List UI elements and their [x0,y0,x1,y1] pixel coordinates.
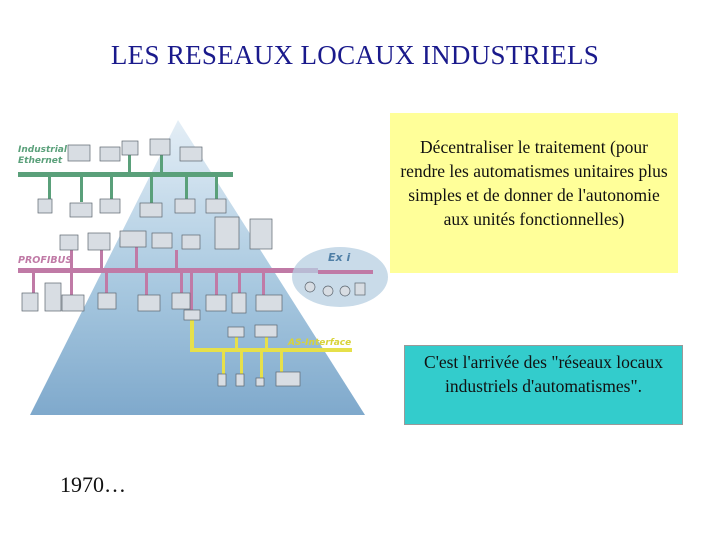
slide-title: LES RESEAUX LOCAUX INDUSTRIELS [110,40,600,70]
year-label: 1970… [60,472,126,497]
profibus-label: PROFIBUS [18,255,72,266]
ethernet-bus-line [18,172,233,177]
decentralization-callout: Décentraliser le traitement (pour rendre… [390,113,678,273]
pyramid-shape [30,120,365,415]
industrial-networks-callout: C'est l'arrivée des "réseaux locaux indu… [404,345,683,425]
ethernet-label-line1: Industrial [18,145,68,155]
arrival-text-prefix: C'est l'arrivée des " [424,352,559,372]
asi-label: AS-Interface [287,338,351,348]
ethernet-network: Industrial Ethernet [18,138,233,218]
asi-network: AS-Interface [183,309,352,387]
profibus-network: PROFIBUS Ex i [18,216,388,318]
ethernet-label-line2: Ethernet [18,156,63,166]
asi-bus-line [190,348,352,352]
arrival-text-emphasis: réseaux locaux industriels d'automatisme… [445,352,663,396]
profibus-bus-line [18,268,318,273]
exi-label: Ex i [328,251,350,264]
network-pyramid-diagram: Industrial Ethernet PROFIBUS [18,120,388,415]
arrival-text-suffix: ". [630,376,642,396]
decentralization-text: Décentraliser le traitement (pour rendre… [400,137,668,229]
